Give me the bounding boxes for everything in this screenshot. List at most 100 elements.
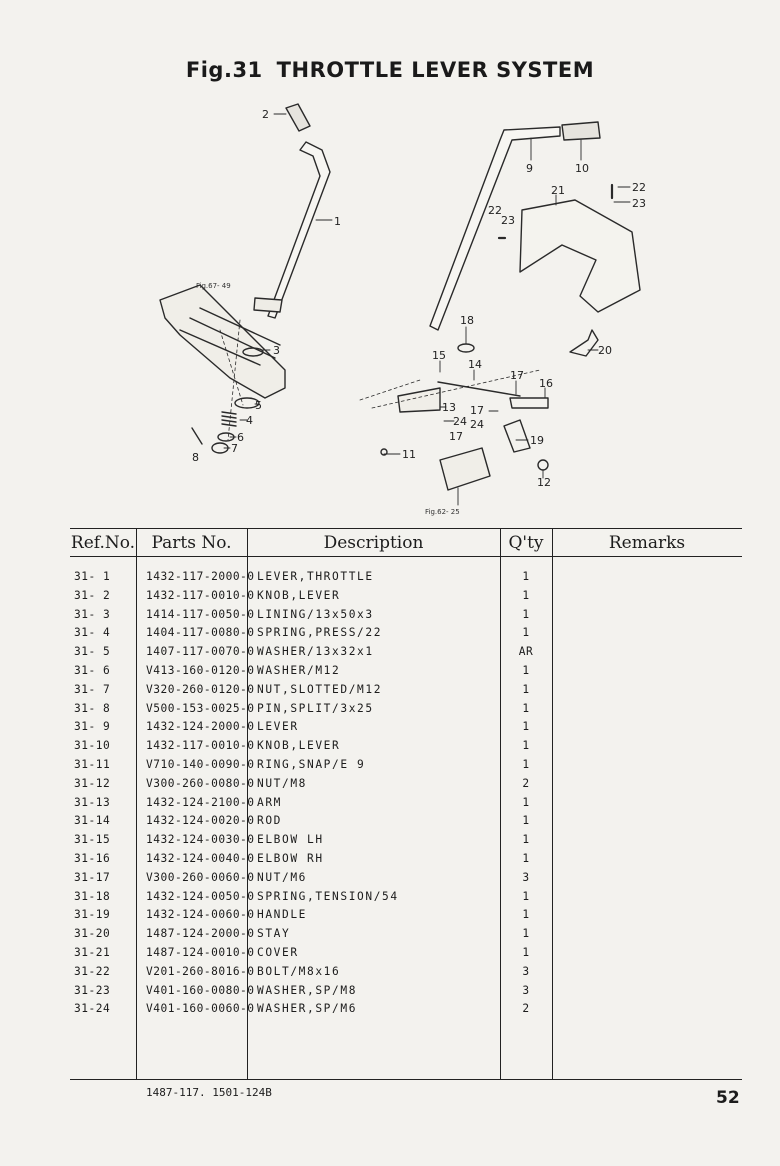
rod-14 <box>437 381 521 397</box>
qty-cell: 1 <box>522 908 530 922</box>
part-number-cell: 1432-124-0030-0 <box>146 833 255 847</box>
ref-cell: 31-14 <box>74 814 111 828</box>
description-cell: COVER <box>257 945 299 959</box>
ref-cell: 31- 8 <box>74 701 111 715</box>
ref-fig62: Fig.62- 25 <box>425 508 460 516</box>
part-number-cell: V710-140-0090-0 <box>146 757 255 771</box>
callout-16: 16 <box>539 377 553 390</box>
ref-cell: 31- 2 <box>74 588 111 602</box>
ref-cell: 31- 6 <box>74 663 111 677</box>
callout-14: 14 <box>468 358 482 371</box>
callout-12: 12 <box>537 476 551 489</box>
knob-right <box>561 121 601 141</box>
part-number-cell: 1432-124-0040-0 <box>146 851 255 865</box>
callout-24: 24 <box>453 415 467 428</box>
ring-11 <box>380 448 388 456</box>
ref-cell: 31-19 <box>74 908 111 922</box>
qty-cell: 1 <box>522 851 530 865</box>
handle-19 <box>503 419 531 453</box>
qty-cell: 3 <box>522 983 530 997</box>
qty-cell: 1 <box>522 739 530 753</box>
part-number-cell: V300-260-0080-0 <box>146 776 255 790</box>
qty-cell: 1 <box>522 663 530 677</box>
part-number-cell: 1432-117-0010-0 <box>146 588 255 602</box>
ref-cell: 31-10 <box>74 739 111 753</box>
footer-code: 1487-117. 1501-124B <box>146 1086 272 1099</box>
ref-cell: 31-11 <box>74 757 111 771</box>
description-cell: STAY <box>257 927 291 941</box>
callout-13: 13 <box>442 401 456 414</box>
header-qty: Q'ty <box>508 533 544 553</box>
spring-18 <box>457 343 475 353</box>
part-number-cell: 1487-124-2000-0 <box>146 927 255 941</box>
qty-cell: 3 <box>522 870 530 884</box>
washer-5 <box>234 397 260 409</box>
qty-cell: 1 <box>522 626 530 640</box>
description-cell: LINING/13x50x3 <box>257 607 374 621</box>
callout-22: 22 <box>632 181 646 194</box>
part-number-cell: V401-160-0080-0 <box>146 983 255 997</box>
part-number-cell: 1414-117-0050-0 <box>146 607 255 621</box>
description-cell: LEVER,THROTTLE <box>257 570 374 583</box>
qty-cell: 1 <box>522 814 530 828</box>
table-bottom-rule <box>70 1079 742 1080</box>
callout-18: 18 <box>460 314 474 327</box>
table-header-rule <box>70 556 742 557</box>
leader-lines <box>223 113 631 506</box>
arm-13 <box>397 387 441 413</box>
ref-cell: 31- 5 <box>74 645 111 659</box>
description-cell: NUT/M8 <box>257 776 308 790</box>
description-cell: BOLT/M8x16 <box>257 964 341 978</box>
description-cell: PIN,SPLIT/3x25 <box>257 701 374 715</box>
ref-cell: 31-21 <box>74 945 111 959</box>
qty-cell: 1 <box>522 945 530 959</box>
part-number-cell: V320-260-0120-0 <box>146 682 255 696</box>
callout-17c: 17 <box>449 430 463 443</box>
header-remarks: Remarks <box>608 533 686 553</box>
callout-23b: 23 <box>501 214 515 227</box>
ref-cell: 31- 1 <box>74 570 111 583</box>
description-cell: RING,SNAP/E 9 <box>257 757 366 771</box>
callout-17b: 17 <box>470 404 484 417</box>
ref-cell: 31-13 <box>74 795 111 809</box>
qty-cell: 1 <box>522 701 530 715</box>
ref-cell: 31- 4 <box>74 626 111 640</box>
description-cell: ELBOW RH <box>257 851 324 865</box>
description-cell: WASHER/13x32x1 <box>257 645 374 659</box>
description-cell: WASHER/M12 <box>257 663 341 677</box>
description-cell: WASHER,SP/M6 <box>257 1002 358 1016</box>
qty-cell: 1 <box>522 757 530 771</box>
header-part: Parts No. <box>151 533 232 553</box>
ref-cell: 31- 7 <box>74 682 111 696</box>
description-cell: LEVER <box>257 720 299 734</box>
description-cell: NUT/M6 <box>257 870 308 884</box>
description-cell: ELBOW LH <box>257 833 324 847</box>
bracket-fig62 <box>439 447 491 491</box>
callout-19: 19 <box>530 434 544 447</box>
callout-3: 3 <box>273 344 280 357</box>
part-number-cell: V201-260-8016-0 <box>146 964 255 978</box>
ref-cell: 31-15 <box>74 833 111 847</box>
qty-cell: AR <box>518 645 534 659</box>
throttle-lever-left-group <box>159 103 331 454</box>
part-number-cell: V401-160-0060-0 <box>146 1002 255 1016</box>
washer-3 <box>242 347 264 357</box>
callout-23: 23 <box>632 197 646 210</box>
qty-cell: 3 <box>522 964 530 978</box>
